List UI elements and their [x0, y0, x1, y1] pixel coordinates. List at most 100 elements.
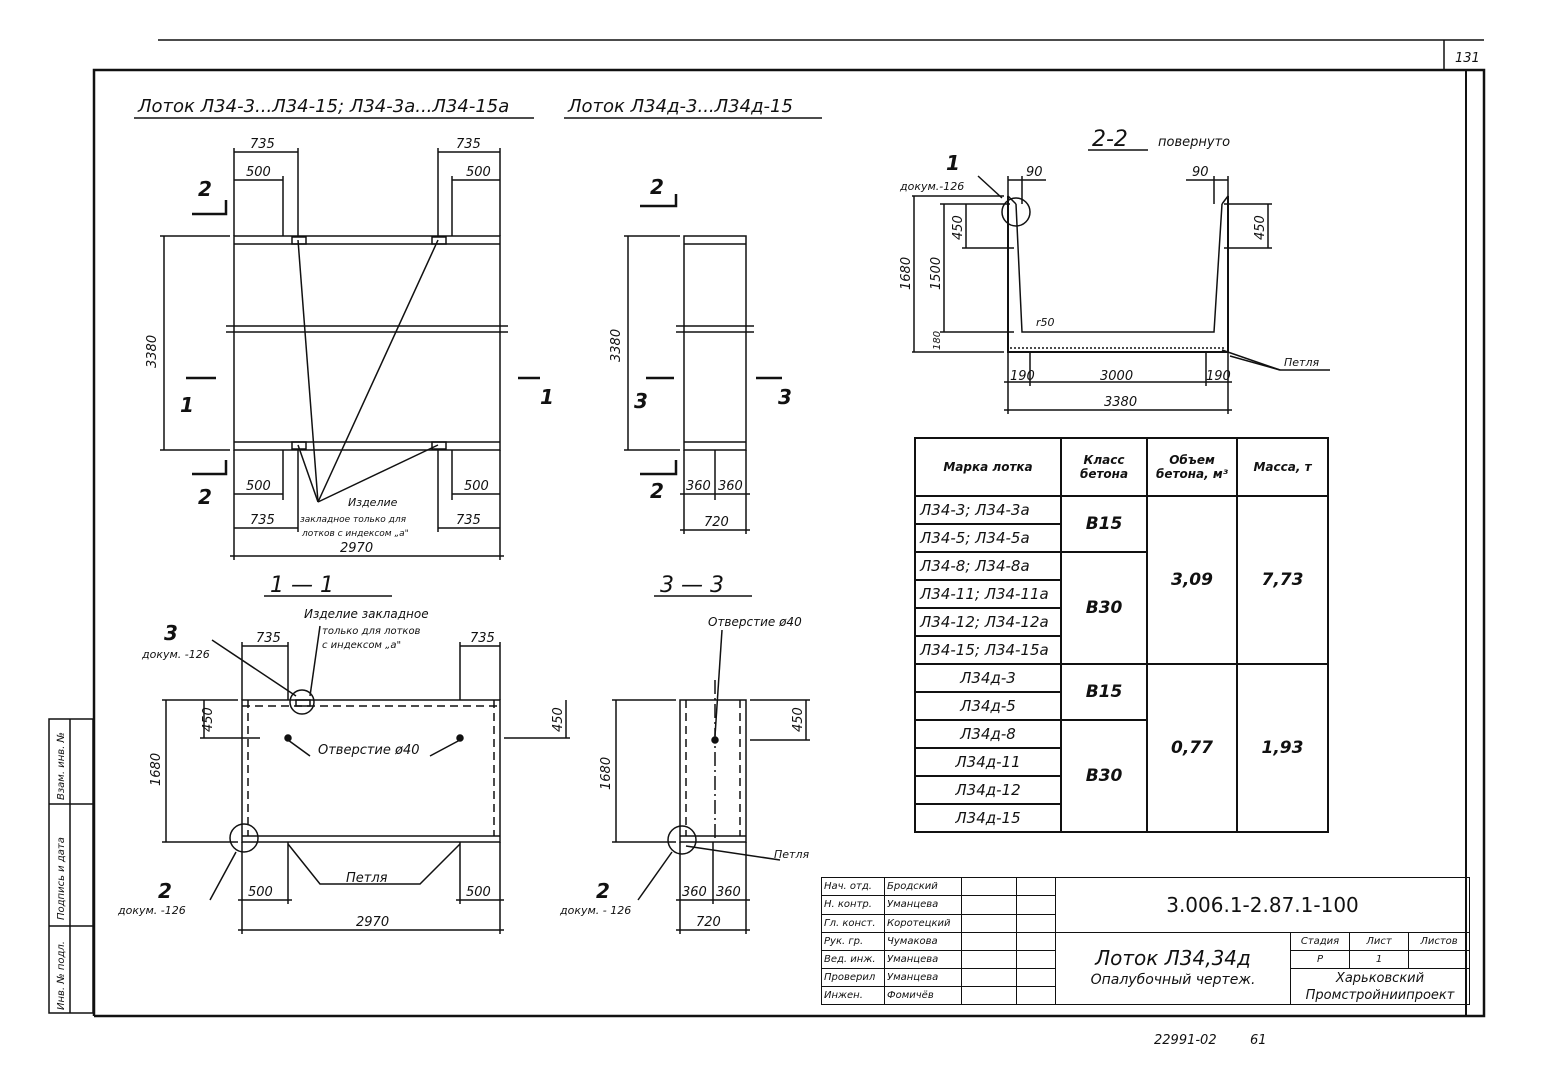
role-cell: Рук. гр.: [821, 932, 885, 951]
cut-mark-3: 3: [634, 389, 648, 413]
role-cell: Гл. конст.: [821, 913, 885, 934]
drawing-title: Лоток Л34,34д Опалубочный чертеж.: [1055, 932, 1291, 1005]
dim-450: 450: [1253, 215, 1268, 240]
mark-cell: Л34д-11: [914, 747, 1062, 777]
callout-doc: докум. -126: [117, 904, 186, 917]
name-cell: Уманцева: [884, 950, 962, 969]
signature-cell: [961, 876, 1017, 897]
cut-mark-2: 2: [650, 479, 664, 503]
sheets-header: Листов: [1408, 932, 1470, 951]
section-2-title: 2-2: [1092, 127, 1128, 152]
name-cell: Уманцева: [884, 895, 962, 915]
dim-360: 360: [682, 885, 707, 900]
dim-500: 500: [246, 165, 271, 180]
cut-mark-1: 1: [180, 393, 194, 417]
cut-mark-2: 2: [198, 485, 212, 509]
dim-450: 450: [201, 707, 216, 732]
dim-3000: 3000: [1100, 369, 1133, 384]
embedded-note-2: закладное только для: [300, 515, 407, 525]
plan-b-title: Лоток Л34д-3...Л34д-15: [567, 96, 793, 117]
dim-3380: 3380: [145, 335, 160, 368]
callout-doc: докум. -126: [141, 648, 210, 661]
mark-cell: Л34д-12: [914, 775, 1062, 805]
mark-cell: Л34-5; Л34-5а: [914, 523, 1062, 553]
organization: Харьковский Промстройниипроект: [1290, 968, 1470, 1005]
dim-450: 450: [951, 215, 966, 240]
dim-500: 500: [246, 479, 271, 494]
dim-180: 180: [932, 331, 943, 350]
dim-735: 735: [256, 631, 281, 646]
dim-3380: 3380: [609, 329, 624, 362]
dim-500: 500: [466, 165, 491, 180]
sheet-number: 131: [1455, 51, 1480, 66]
dim-735: 735: [470, 631, 495, 646]
dim-1680: 1680: [599, 757, 614, 790]
class-cell: В15: [1060, 495, 1148, 553]
dim-720: 720: [696, 915, 721, 930]
stamp-inv-number: Инв. № подл.: [56, 941, 67, 1010]
dim-450: 450: [791, 707, 806, 732]
cut-mark-2: 2: [650, 175, 664, 199]
organization-line1: Харьковский: [1335, 970, 1425, 986]
title-block: Нач. отд. Бродский 3.006.1-2.87.1-100 Н.…: [821, 876, 1470, 1005]
embedded-note-3: с индексом „а": [322, 640, 401, 651]
callout-doc: докум. - 126: [559, 904, 631, 917]
signature-cell: [961, 932, 1017, 951]
dim-735: 735: [250, 137, 275, 152]
dim-735: 735: [250, 513, 275, 528]
dim-360: 360: [716, 885, 741, 900]
callout-number: 3: [164, 621, 178, 645]
callout-doc: докум.-126: [899, 180, 964, 193]
dim-735: 735: [456, 137, 481, 152]
dim-90: 90: [1192, 165, 1209, 180]
dim-3380: 3380: [1104, 395, 1137, 410]
dim-500: 500: [464, 479, 489, 494]
header-volume: Объем бетона, м³: [1146, 437, 1238, 497]
dim-1500: 1500: [929, 257, 944, 290]
sheet-value: 1: [1349, 950, 1409, 969]
dim-1680: 1680: [149, 753, 164, 786]
mark-cell: Л34-11; Л34-11а: [914, 579, 1062, 609]
specification-table: Марка лотка Класс бетона Объем бетона, м…: [914, 437, 1329, 833]
document-code: 3.006.1-2.87.1-100: [1055, 877, 1470, 933]
mark-cell: Л34-3; Л34-3а: [914, 495, 1062, 525]
role-cell: Н. контр.: [821, 895, 885, 915]
page-number: 61: [1250, 1033, 1267, 1048]
section-3-title: 3 — 3: [660, 573, 724, 598]
organization-line2: Промстройниипроект: [1305, 987, 1455, 1003]
volume-cell: 3,09: [1146, 495, 1238, 665]
dim-190: 190: [1010, 369, 1035, 384]
header-mass: Масса, т: [1236, 437, 1329, 497]
class-cell: В15: [1060, 663, 1148, 721]
hole-label: Отверстие ø40: [708, 615, 802, 629]
signature-cell: [961, 895, 1017, 915]
hole-label: Отверстие ø40: [318, 743, 420, 758]
embedded-note-1: Изделие закладное: [304, 607, 429, 621]
stamp-replacement-inv: Взам. инв. №: [56, 732, 67, 800]
callout-number: 2: [596, 879, 610, 903]
name-cell: Бродский: [884, 876, 962, 897]
name-cell: Фомичёв: [884, 986, 962, 1005]
embedded-note-3: лотков с индексом „а": [301, 529, 409, 539]
cut-mark-1: 1: [540, 385, 554, 409]
header-mark: Марка лотка: [914, 437, 1062, 497]
stage-value: Р: [1290, 950, 1350, 969]
plan-a-title: Лоток Л34-3...Л34-15; Л34-3а...Л34-15а: [137, 96, 509, 117]
archive-number: 22991-02: [1154, 1033, 1217, 1048]
dim-2970: 2970: [340, 541, 373, 556]
dim-735: 735: [456, 513, 481, 528]
stamp-signature-date: Подпись и дата: [56, 837, 67, 920]
mark-cell: Л34-15; Л34-15а: [914, 635, 1062, 665]
dim-500: 500: [248, 885, 273, 900]
mark-cell: Л34-8; Л34-8а: [914, 551, 1062, 581]
side-stamp: Инв. № подл. Подпись и дата Взам. инв. №: [48, 718, 94, 1014]
name-cell: Чумакова: [884, 932, 962, 951]
callout-number: 1: [946, 151, 960, 175]
dim-1680: 1680: [899, 257, 914, 290]
loop-label: Петля: [1284, 356, 1319, 369]
mark-cell: Л34д-3: [914, 663, 1062, 693]
dim-90: 90: [1026, 165, 1043, 180]
mark-cell: Л34д-15: [914, 803, 1062, 833]
dim-radius: r50: [1036, 316, 1055, 329]
